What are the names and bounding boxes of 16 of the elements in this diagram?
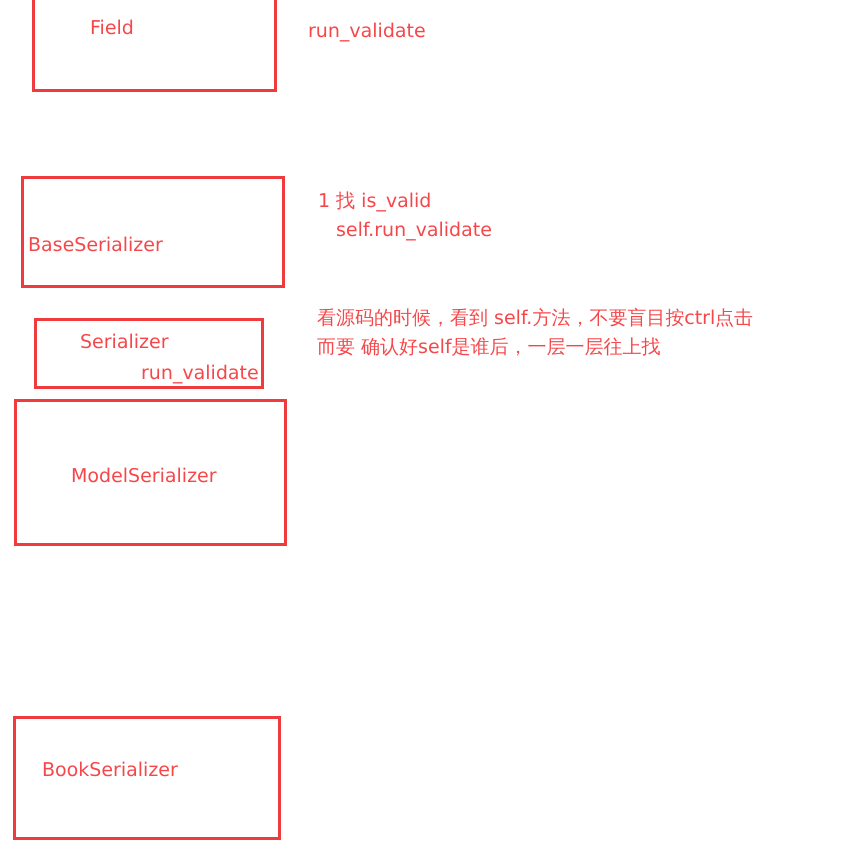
class-box [21, 176, 285, 288]
method-name: run_validate [141, 362, 259, 385]
class-name: ModelSerializer [71, 465, 217, 488]
class-box [32, 0, 277, 92]
class-box [14, 399, 287, 546]
note-text: 看源码的时候，看到 self.方法，不要盲目按ctrl点击 [317, 307, 754, 330]
class-name: BookSerializer [42, 759, 178, 782]
note-text: 而要 确认好self是谁后，一层一层往上找 [317, 336, 661, 359]
class-box [34, 318, 264, 389]
note-text: self.run_validate [336, 219, 492, 242]
class-name: Serializer [80, 331, 169, 354]
method-name: run_validate [308, 20, 426, 43]
class-name: BaseSerializer [28, 234, 163, 257]
class-name: Field [90, 17, 134, 40]
note-text: 1 找 is_valid [318, 190, 432, 213]
class-box [13, 716, 281, 840]
